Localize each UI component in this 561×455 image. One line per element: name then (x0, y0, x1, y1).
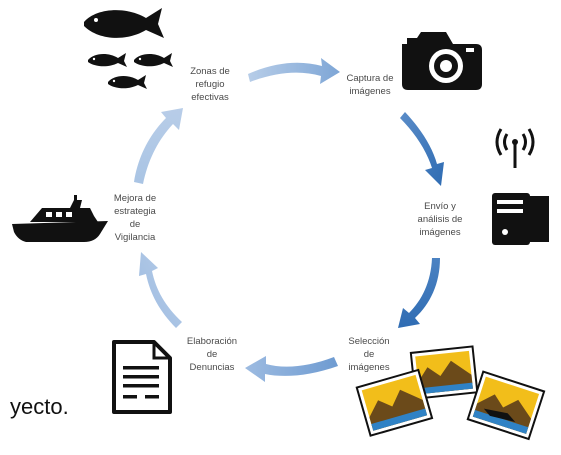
node-label-line: Vigilancia (115, 232, 156, 243)
document-icon (112, 340, 172, 414)
node-mejora: Mejora de estrategia de Vigilancia (114, 193, 157, 243)
node-label-line: de (207, 349, 218, 360)
background-text: yecto. (10, 394, 69, 419)
arrow-mejora-to-zonas (134, 108, 183, 184)
node-captura: Captura de imágenes (346, 73, 393, 97)
node-label-line: de (364, 349, 375, 360)
node-envio: Envío y análisis de imágenes (418, 201, 463, 238)
fish-school-icon (84, 8, 173, 89)
node-label-line: Denuncias (190, 362, 235, 373)
boat-icon (12, 195, 108, 242)
node-seleccion: Selección de imágenes (348, 336, 389, 373)
node-label-line: Envío y (424, 201, 456, 212)
photos-icon (355, 345, 546, 441)
node-label-line: imágenes (419, 227, 460, 238)
node-label-line: de (130, 219, 141, 230)
node-label-line: estrategia (114, 206, 156, 217)
arrow-zonas-to-captura (248, 58, 340, 84)
camera-icon (402, 32, 482, 90)
node-label-line: Mejora de (114, 193, 156, 204)
server-icon (492, 193, 549, 245)
node-label-line: refugio (195, 79, 224, 90)
cycle-arrows (134, 58, 444, 382)
node-zonas: Zonas de refugio efectivas (190, 66, 230, 103)
node-label-line: efectivas (191, 92, 229, 103)
arrow-envio-to-seleccion (398, 258, 440, 328)
node-elaboracion: Elaboración de Denuncias (187, 336, 237, 373)
arrow-captura-to-envio (400, 112, 444, 186)
node-label-line: imágenes (348, 362, 389, 373)
arrow-seleccion-to-elaboracion (245, 356, 338, 382)
arrow-elaboracion-to-mejora (139, 252, 182, 328)
node-label-line: Selección (348, 336, 389, 347)
antenna-icon (495, 128, 535, 168)
node-label-line: Elaboración (187, 336, 237, 347)
node-label-line: análisis de (418, 214, 463, 225)
node-label-line: imágenes (349, 86, 390, 97)
node-label-line: Captura de (346, 73, 393, 84)
node-label-line: Zonas de (190, 66, 230, 77)
